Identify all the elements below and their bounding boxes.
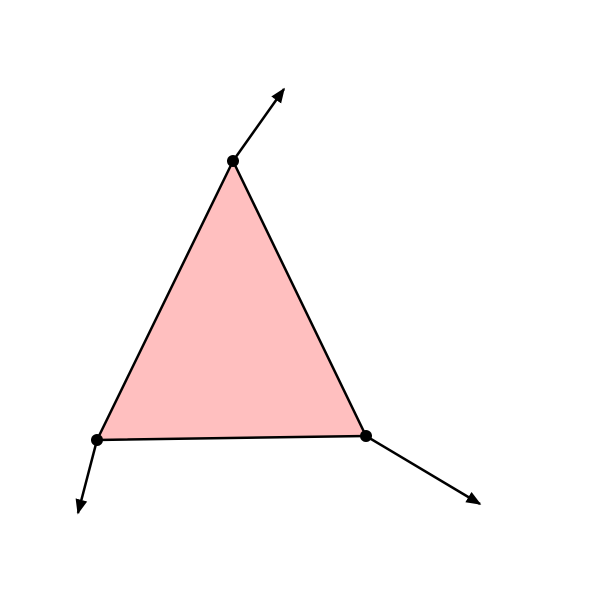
arrow-top (231, 87, 286, 162)
arrow-bottom-left (75, 439, 99, 515)
triangle (95, 159, 368, 442)
vertex-bottom-right (360, 430, 372, 442)
vertex-bottom-left (91, 434, 103, 446)
arrow-bottom-right (365, 434, 482, 506)
vertex-top (227, 155, 239, 167)
